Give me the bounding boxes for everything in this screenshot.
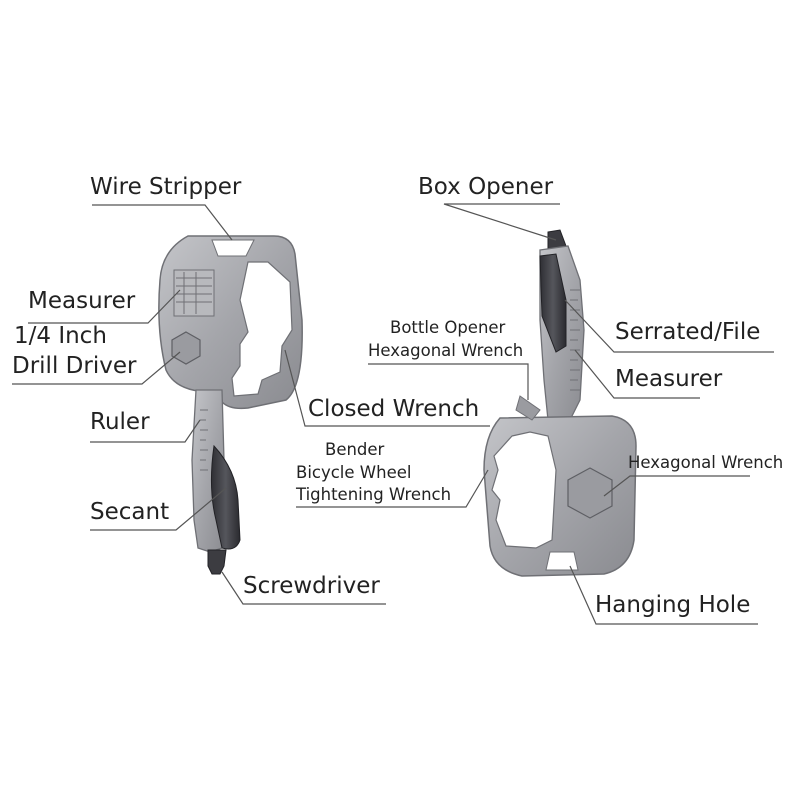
label-hex-wrench-side: Hexagonal Wrench (628, 453, 784, 472)
wire-stripper-window (211, 239, 255, 257)
leader-bottle-opener (368, 363, 529, 400)
leader-hanging-hole (569, 565, 758, 625)
leader-bicycle-wrench (296, 469, 489, 508)
leader-measurer-right (574, 349, 700, 399)
label-box-opener: Box Opener (418, 174, 554, 200)
label-measurer-left: Measurer (28, 288, 136, 314)
label-hanging-hole: Hanging Hole (595, 592, 751, 618)
leader-drill-driver (12, 351, 181, 385)
leader-hex-wrench-side (603, 475, 750, 497)
label-drill-line2: Drill Driver (12, 353, 137, 379)
bottle-opener-notch (515, 395, 541, 421)
screwdriver-tip (207, 549, 227, 575)
right-key-tool (483, 229, 637, 577)
label-serrated-file: Serrated/File (615, 319, 761, 345)
leader-measurer-left (28, 289, 181, 324)
leader-lines (12, 203, 774, 625)
label-secant: Secant (90, 499, 170, 525)
label-drill-line1: 1/4 Inch (14, 323, 107, 349)
right-measurer-scale (570, 289, 580, 391)
right-hex-wrench (567, 467, 613, 519)
closed-wrench-cutout (231, 261, 293, 397)
label-bicycle-line1: Bicycle Wheel (296, 463, 412, 482)
drill-driver-hex (171, 331, 201, 365)
leader-wire-stripper (92, 204, 233, 241)
secant-grip (210, 444, 241, 550)
left-key-tool (158, 235, 303, 575)
label-bottle-opener: Bottle Opener (390, 318, 506, 337)
leader-secant (90, 487, 227, 531)
leader-closed-wrench (284, 349, 490, 427)
label-wire-stripper: Wire Stripper (90, 174, 242, 200)
leader-screwdriver (221, 571, 386, 605)
label-bicycle-line2: Tightening Wrench (296, 485, 452, 504)
measurer-scale (173, 269, 215, 317)
label-hex-wrench-top: Hexagonal Wrench (368, 341, 524, 360)
leader-box-opener (443, 203, 560, 241)
ruler-ticks (200, 409, 208, 471)
hanging-hole-window (545, 551, 579, 571)
bender-wrench-cutout (491, 431, 557, 549)
leader-ruler (90, 419, 201, 443)
leader-serrated-file (564, 299, 774, 353)
label-screwdriver: Screwdriver (243, 573, 380, 599)
label-bender: Bender (325, 440, 385, 459)
label-measurer-right: Measurer (615, 366, 723, 392)
serrated-grip (539, 253, 567, 353)
label-closed-wrench: Closed Wrench (308, 396, 480, 422)
label-ruler: Ruler (90, 409, 150, 435)
